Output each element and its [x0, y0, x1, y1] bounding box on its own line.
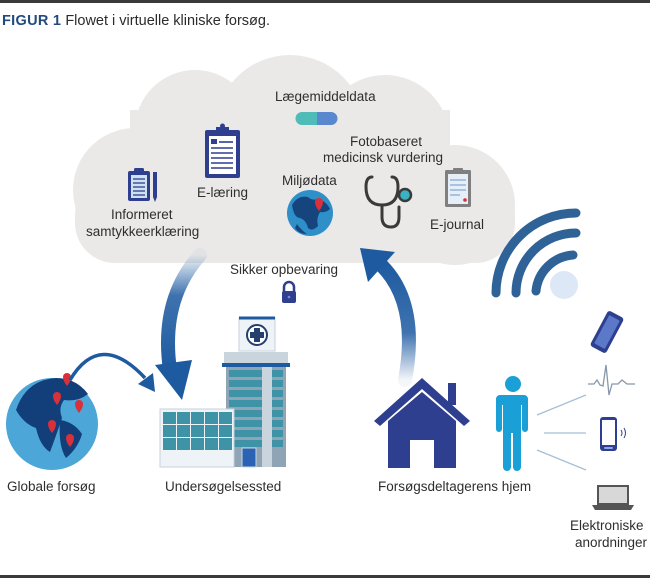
globe-location-icon	[287, 190, 333, 236]
label-elaering: E-læring	[197, 185, 249, 200]
wifi-signal-icon	[491, 208, 581, 298]
heartbeat-icon	[588, 364, 635, 396]
padlock-icon	[282, 280, 296, 303]
smartphone-icon	[600, 417, 626, 451]
device-connection-lines	[536, 394, 587, 471]
label-sikker-opbevaring: Sikker opbevaring	[230, 262, 339, 277]
label-laegemiddeldata: Lægemiddeldata	[275, 89, 376, 104]
arrow-cloud-to-site	[155, 248, 207, 400]
laptop-icon	[592, 485, 634, 510]
bottom-rule	[0, 575, 650, 578]
label-globale-forsog: Globale forsøg	[7, 479, 96, 494]
globe-pins-icon	[6, 373, 98, 470]
stethoscope-icon	[364, 175, 413, 229]
arrow-global-to-site	[68, 352, 155, 392]
label-miljodata: Miljødata	[282, 173, 337, 188]
figure-number: FIGUR 1	[2, 13, 62, 29]
hospital-building-icon	[159, 316, 290, 468]
label-fotobaseret-line2: medicinsk vurdering	[323, 150, 444, 165]
figure-title: Flowet i virtuelle kliniske forsøg.	[65, 13, 270, 29]
label-anordninger: anordninger	[575, 535, 648, 550]
label-undersogelsessted: Undersøgelsessted	[165, 479, 282, 494]
label-ejournal: E-journal	[430, 217, 485, 232]
top-rule	[0, 0, 650, 3]
medical-record-icon	[445, 168, 471, 207]
label-informeret-line2: samtykkeerklæring	[86, 224, 200, 239]
label-forsogsdeltagerens-hjem: Forsøgsdeltagerens hjem	[378, 479, 532, 494]
tablet-icon	[590, 311, 624, 353]
clipboard-document-icon	[205, 123, 240, 178]
house-icon	[374, 378, 470, 468]
label-fotobaseret-line1: Fotobaseret	[350, 134, 423, 149]
capsule-pill-icon	[295, 112, 338, 125]
wifi-dot	[550, 271, 578, 299]
label-informeret-line1: Informeret	[111, 207, 173, 222]
arrow-home-to-cloud	[360, 248, 416, 387]
person-icon	[496, 376, 528, 471]
clipboard-checklist-icon	[128, 168, 157, 202]
label-elektroniske: Elektroniske	[570, 518, 644, 533]
